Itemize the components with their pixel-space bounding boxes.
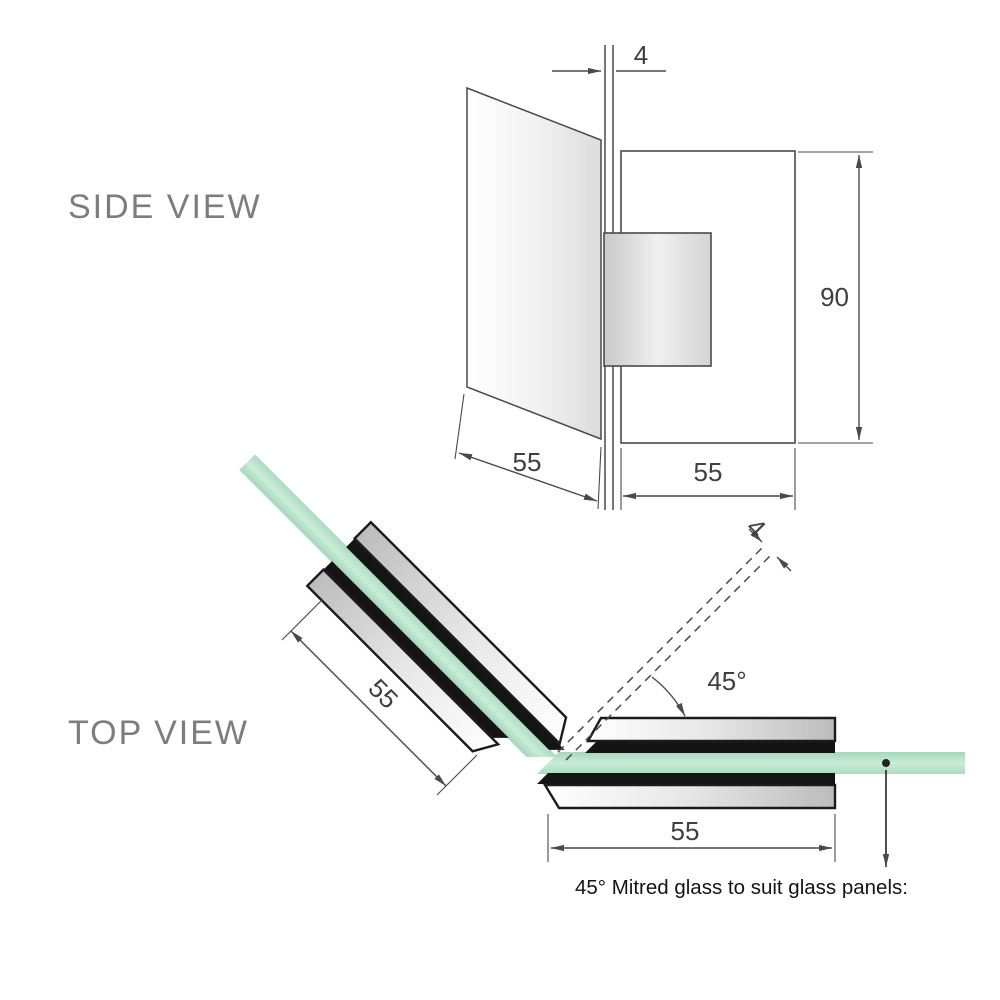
extension-line <box>436 754 478 796</box>
diagonal-clamp-assembly <box>214 429 583 798</box>
dim-arrow-line <box>748 528 763 543</box>
dim-hinge-height: 90 <box>798 151 873 444</box>
dim-value-55: 55 <box>671 816 700 846</box>
dim-mitre-angle: 45° <box>651 666 747 717</box>
dim-glass-thickness: 4 <box>552 40 666 75</box>
glass-panel-side <box>466 86 602 441</box>
dim-hinge-plate-width: 55 <box>620 448 796 510</box>
dim-arrow-line <box>776 556 792 572</box>
dim-right-plate-width: 55 <box>547 814 836 862</box>
mitred-glass-caption: 45° Mitred glass to suit glass panels: <box>575 876 908 899</box>
glass-pointer <box>882 759 890 868</box>
dim-line <box>458 452 598 502</box>
hinge-body-block <box>603 232 712 367</box>
dim-glass-panel-width: 55 <box>454 393 602 510</box>
side-view-title: SIDE VIEW <box>68 188 262 226</box>
pointer-dot <box>882 759 890 767</box>
horizontal-clamp-assembly <box>535 716 967 810</box>
dim-value-90: 90 <box>820 282 849 312</box>
dim-value-45deg: 45° <box>707 666 746 696</box>
dim-value-4: 4 <box>741 512 772 543</box>
dim-line <box>290 630 447 787</box>
dim-value-4: 4 <box>634 40 648 70</box>
angle-arc <box>651 676 686 717</box>
mitre-dashed-line <box>557 544 766 753</box>
dim-value-55: 55 <box>513 447 542 477</box>
extension-line <box>281 599 323 641</box>
mitre-dashed-line <box>565 552 774 761</box>
dim-value-55: 55 <box>694 457 723 487</box>
extension-line <box>454 393 465 460</box>
extension-line <box>597 446 602 510</box>
top-view-title: TOP VIEW <box>68 714 249 752</box>
top-view: TOP VIEW 4 45° 55 <box>68 429 967 899</box>
side-view: SIDE VIEW 4 90 55 <box>68 40 873 510</box>
